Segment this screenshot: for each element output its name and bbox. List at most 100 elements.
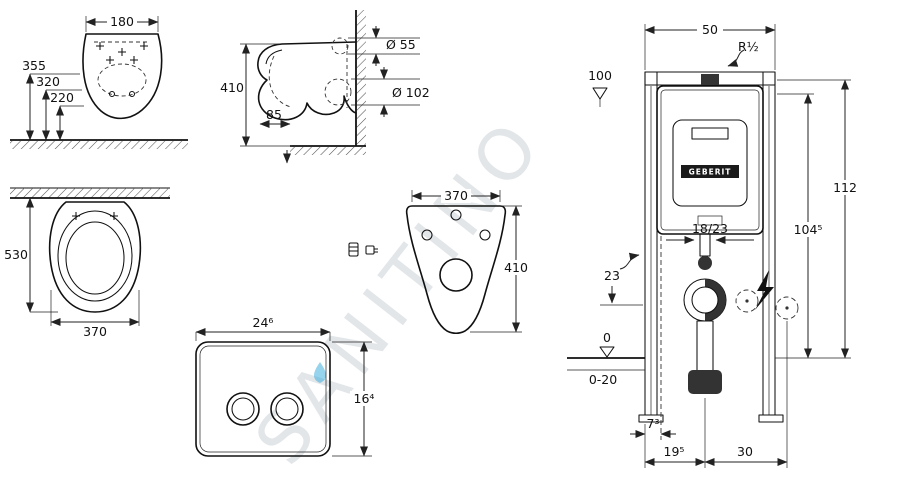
dim-1045-label: 104⁵ (794, 222, 823, 237)
geberit-logo-plate (681, 165, 739, 178)
flush-button-small (226, 392, 260, 426)
dim-frame-total-height: 112 (775, 79, 860, 359)
dim-front-height-total: 355 (22, 58, 80, 141)
gasket-outline (405, 205, 507, 335)
side-view: 410 85 Ø 55 Ø 102 (220, 10, 430, 164)
dim-front-width-label: 180 (110, 14, 134, 29)
watermark-drop-icon (313, 362, 327, 383)
front-view-bowl-hidden (97, 63, 147, 97)
gasket-top-hole (450, 209, 462, 221)
dim-outlet-depth: 19⁵ (644, 398, 706, 468)
dim-foot: 7³ (630, 416, 676, 438)
gasket-left-hole (421, 229, 433, 241)
front-floor-line (10, 139, 188, 149)
dim-d102-label: Ø 102 (392, 85, 430, 100)
anchor-point-inner (735, 289, 759, 313)
datum-0-label: 0 (603, 330, 611, 345)
flush-plate-inner (199, 345, 327, 453)
inlet-pipe-hidden (331, 37, 349, 55)
sound-insulation-arrow-left-icon (619, 252, 640, 270)
outlet-bend-inner (691, 286, 719, 314)
flush-plate-outline (195, 341, 331, 457)
dim-side-offset: 85 (259, 107, 291, 128)
dim-370-label: 370 (83, 324, 107, 339)
dim-355-label: 355 (22, 58, 46, 73)
outlet-elbow (688, 370, 722, 394)
sound-insulation-arrow-top-icon (727, 49, 745, 67)
flush-pipe-stub (699, 233, 711, 257)
dim-30-label: 30 (737, 444, 753, 459)
dim-side-height: 410 (220, 43, 292, 147)
dim-inlet-diameter: Ø 55 (348, 26, 420, 66)
dim-246-label: 24⁶ (253, 315, 274, 330)
outlet-bend-dark-segment (705, 279, 726, 321)
frame-right-foot (758, 414, 784, 423)
dim-front-height-rim: 220 (50, 90, 84, 141)
top-view-outline (48, 201, 142, 313)
front-view-outline (82, 33, 163, 120)
dim-320-label: 320 (36, 74, 60, 89)
dim-plate-width: 24⁶ (195, 315, 331, 341)
dim-530-label: 530 (4, 247, 28, 262)
dim-top-depth: 530 (4, 197, 58, 313)
floor-datum: 0 0-20 (567, 330, 645, 387)
flush-valve (691, 127, 729, 140)
flush-button-large (270, 392, 304, 426)
top-view-wall-band (10, 187, 170, 199)
flush-pipe-connector (698, 256, 712, 270)
inspection-window (672, 119, 748, 207)
dim-73-label: 7³ (647, 416, 660, 431)
dim-1823-label: 18/23 (692, 221, 728, 236)
mounting-cross-marks (96, 42, 148, 98)
dim-outlet-diameter: Ø 102 (351, 67, 430, 117)
side-view-bowl-hidden (268, 55, 292, 108)
top-view: 530 370 (4, 187, 170, 339)
dim-d55-label: Ø 55 (386, 37, 416, 52)
frame-view: GEBERIT 50 R½ 100 (567, 22, 860, 468)
anchor-point-outer (775, 296, 799, 320)
side-wall-hatch (357, 10, 366, 146)
dim-50-label: 50 (702, 22, 718, 37)
flush-button-small-inner (231, 397, 255, 421)
gasket-view: 370 410 (348, 188, 531, 335)
dim-plate-height: 16⁴ (332, 341, 378, 457)
top-view-hinge-marks (72, 212, 118, 220)
frame-left-foot (638, 414, 664, 423)
dim-front-height-mid: 320 (36, 74, 82, 141)
dim-gasket-370-label: 370 (444, 188, 468, 203)
dim-gasket-height: 410 (470, 205, 531, 333)
outlet-pipe-hidden (324, 78, 352, 106)
dim-frame-width: 50 (644, 22, 776, 70)
datum-100-label: 100 (588, 68, 612, 83)
top-view-rim-inner (57, 210, 133, 302)
cistern-bottom-port (697, 215, 723, 226)
dim-front-width: 180 (85, 14, 159, 32)
dim-85-label: 85 (266, 107, 282, 122)
floor-range-label: 0-20 (589, 372, 617, 387)
dim-gasket-410-label: 410 (504, 260, 528, 275)
cistern-inner (660, 89, 760, 231)
gasket-center-hole (439, 258, 473, 292)
geberit-logo-text: GEBERIT (689, 168, 732, 177)
dim-164-label: 16⁴ (354, 391, 375, 406)
side-floor-hatch (290, 147, 366, 155)
outlet-down-pipe (696, 320, 714, 374)
dim-anchor-depth: 30 (704, 321, 788, 468)
dim-cistern-height: 104⁵ (777, 93, 825, 359)
top-view-bowl-inner (65, 221, 125, 295)
dim-112-label: 112 (833, 180, 857, 195)
dim-195-label: 19⁵ (664, 444, 685, 459)
supply-thread-label: R½ (738, 39, 759, 54)
water-supply-fitting (701, 74, 719, 85)
dim-220-label: 220 (50, 90, 74, 105)
dim-side-23: 23 (600, 268, 643, 306)
fastener-icons (348, 242, 378, 257)
datum-100: 100 (588, 68, 612, 107)
dim-gasket-width: 370 (411, 188, 501, 203)
lightning-icon (755, 270, 774, 310)
dim-23-label: 23 (604, 268, 620, 283)
side-view-rim-line (265, 49, 283, 65)
flush-button-large-inner (275, 397, 299, 421)
